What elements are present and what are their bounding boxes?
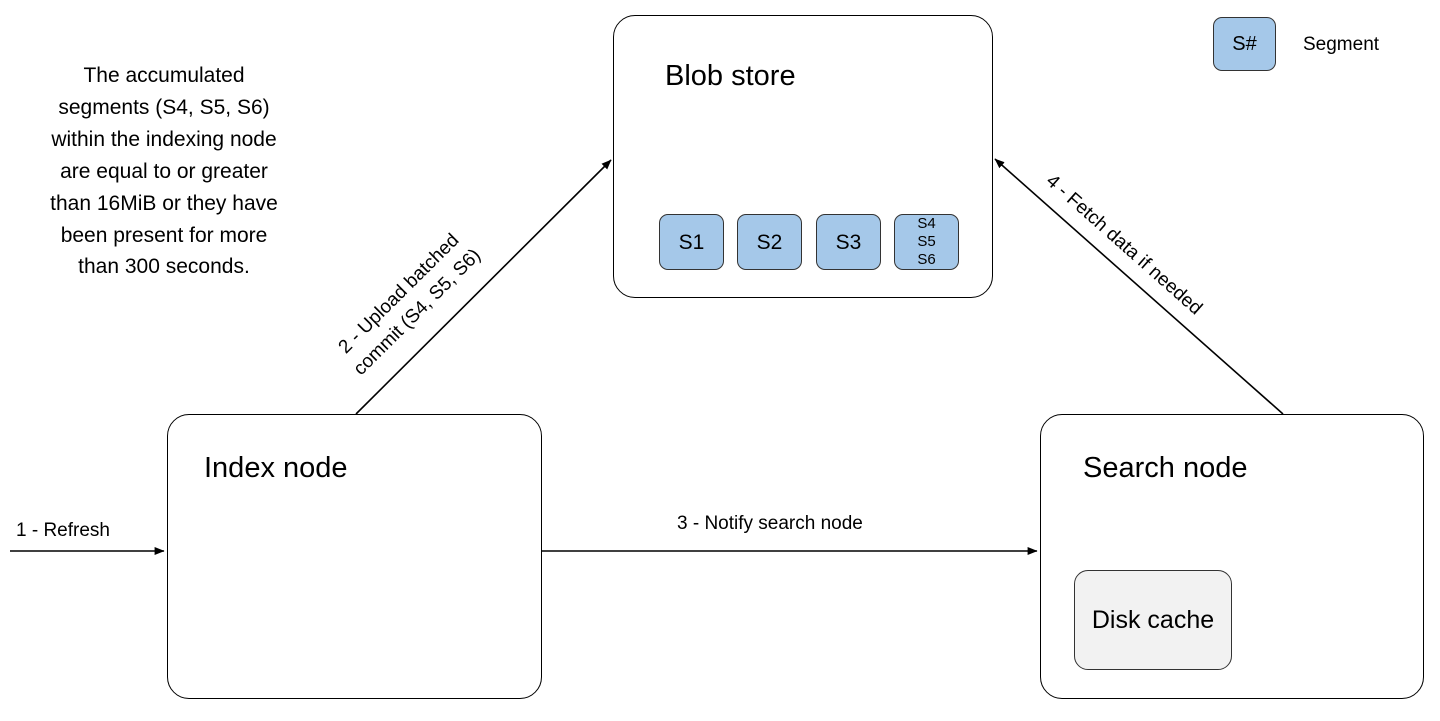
segment-s2-label: S2 [756,230,783,254]
node-index-node[interactable] [167,414,542,699]
note-line: than 300 seconds. [78,255,250,279]
edge-label-refresh: 1 - Refresh [16,520,110,541]
segment-stack-line: S4 [917,214,936,232]
legend-segment-swatch: S# [1213,17,1276,71]
node-blob-store-title: Blob store [665,60,796,92]
segment-s1[interactable]: S1 [659,214,724,270]
disk-cache-box[interactable]: Disk cache [1074,570,1232,670]
annotation-note: The accumulated segments (S4, S5, S6) wi… [14,60,314,283]
edge-upload-line [355,159,612,415]
note-line: The accumulated [83,64,245,87]
segment-s4-s5-s6[interactable]: S4 S5 S6 [894,214,959,270]
segment-s2[interactable]: S2 [737,214,802,270]
legend-segment-description: Segment [1303,34,1380,55]
edge-fetch-line [994,158,1284,415]
segment-stack-line: S5 [917,232,936,250]
note-line: are equal to or greater [60,159,268,183]
segment-s4-s5-s6-label: S4 S5 S6 [917,215,935,270]
segment-s1-label: S1 [678,230,705,254]
segment-s3-label: S3 [835,230,862,254]
segment-stack-line: S6 [917,251,936,269]
edge-label-notify: 3 - Notify search node [677,513,863,534]
note-line: been present for more [60,223,268,247]
node-index-node-title: Index node [204,452,348,484]
note-line: than 16MiB or they have [50,191,278,215]
legend-swatch-label: S# [1232,32,1257,55]
segment-s3[interactable]: S3 [816,214,881,270]
node-search-node-title: Search node [1083,452,1248,484]
note-line: within the indexing node [51,127,277,151]
note-line: segments (S4, S5, S6) [58,95,270,119]
disk-cache-label: Disk cache [1091,605,1215,634]
